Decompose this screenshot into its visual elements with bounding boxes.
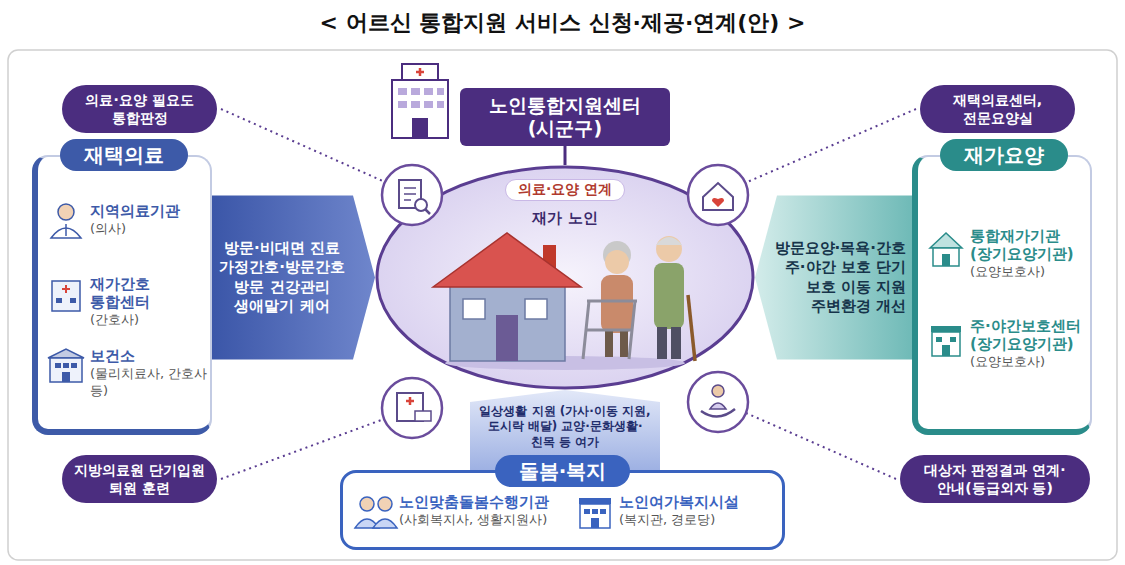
leader-line [221, 109, 385, 182]
diagram-title: < 어르신 통합지원 서비스 신청·제공·연계(안) > [0, 8, 1125, 38]
outer-frame [8, 50, 1117, 560]
panel-heading: 재택의료 [60, 139, 188, 171]
edge-label: 방문·비대면 진료 가정간호·방문간호 방문 건강관리 생애말기 케어 [214, 239, 350, 317]
provider-staff: (물리치료사, 간호사 등) [90, 366, 210, 400]
provider-staff: (간호사) [90, 312, 210, 329]
center-building-icon [392, 64, 448, 138]
link-tag: 의료·요양 연계 [505, 179, 625, 201]
provider-name: 주·야간보호센터 (장기요양기관) [970, 317, 1090, 353]
callout-pill: 재택의료센터, 전문요양실 [920, 85, 1075, 133]
target-label: 재가 노인 [532, 209, 597, 228]
callout-text: 의료·요양 필요도 통합판정 [74, 91, 205, 127]
provider-staff: (요양보호사) [970, 354, 1090, 371]
day-care-icon [931, 326, 961, 356]
callout-pill: 지방의료원 단기입원 퇴원 훈련 [62, 455, 217, 503]
provider-name: 보건소 [90, 347, 210, 365]
service-panel: 재가요양통합재가기관 (장기요양기관)(요양보호사)주·야간보호센터 (장기요양… [912, 155, 1092, 435]
provider-box: 통합재가기관 (장기요양기관)(요양보호사) [926, 227, 1090, 281]
provider-name: 지역의료기관 [90, 202, 210, 220]
house-illustration [433, 233, 685, 370]
block-arrow [755, 196, 912, 360]
callout-pill: 대상자 판정결과 연계·안내(등급외자 등) [900, 455, 1090, 503]
callout-pill: 의료·요양 필요도 통합판정 [62, 85, 217, 133]
nursing-center-icon [52, 281, 80, 311]
panel-heading: 재가요양 [940, 139, 1068, 171]
callout-text: 지방의료원 단기입원 퇴원 훈련 [74, 461, 205, 497]
home-care-icon [930, 233, 962, 266]
provider-box: 노인맞춤돌봄수행기관(사회복지사, 생활지원사) [355, 493, 570, 537]
leader-line [745, 109, 916, 183]
provider-box: 보건소(물리치료사, 간호사 등) [46, 347, 210, 400]
block-arrow [212, 196, 375, 360]
service-panel: 돌봄·복지노인맞춤돌봄수행기관(사회복지사, 생활지원사)노인여가복지시설(복지… [340, 470, 785, 550]
provider-staff: (의사) [90, 221, 210, 238]
service-panel: 재택의료지역의료기관(의사)재가간호 통합센터(간호사)보건소(물리치료사, 간… [32, 155, 212, 435]
panel-heading: 돌봄·복지 [495, 455, 631, 487]
provider-name: 통합재가기관 (장기요양기관) [970, 227, 1090, 263]
provider-box: 노인여가복지시설(복지관, 경로당) [575, 493, 775, 537]
callout-text: 재택의료센터, 전문요양실 [932, 91, 1063, 127]
provider-box: 주·야간보호센터 (장기요양기관)(요양보호사) [926, 317, 1090, 371]
center-name: 노인통합지원센터 (시군구) [470, 94, 660, 140]
elderly-woman-figure [583, 241, 637, 359]
elderly-man-figure [654, 236, 695, 361]
center-banner: 노인통합지원센터 (시군구) [460, 88, 670, 146]
center-ellipse: 의료·요양 연계재가 노인 [375, 165, 755, 390]
provider-name: 재가간호 통합센터 [90, 275, 210, 311]
edge-label: 일상생활 지원 (가사·이동 지원, 도시락 배달) 교양·문화생활·친목 등 … [478, 404, 653, 451]
health-center-icon [48, 349, 84, 382]
provider-box: 재가간호 통합센터(간호사) [46, 275, 210, 329]
provider-staff: (사회복지사, 생활지원사) [399, 512, 570, 529]
doctor-icon [51, 204, 81, 238]
care-workers-icon [355, 497, 397, 528]
callout-text: 대상자 판정결과 연계·안내(등급외자 등) [912, 461, 1078, 497]
connector-line [564, 146, 567, 165]
welfare-facility-icon [579, 498, 611, 528]
provider-name: 노인맞춤돌봄수행기관 [399, 493, 570, 511]
provider-staff: (요양보호사) [970, 264, 1090, 281]
edge-label: 방문요양·목욕·간호 주·야간 보호 단기 보호 이동 지원 주변환경 개선 [770, 239, 906, 317]
provider-box: 지역의료기관(의사) [46, 202, 210, 246]
provider-staff: (복지관, 경로당) [619, 512, 775, 529]
icon-circles [382, 165, 748, 438]
provider-name: 노인여가복지시설 [619, 493, 775, 511]
